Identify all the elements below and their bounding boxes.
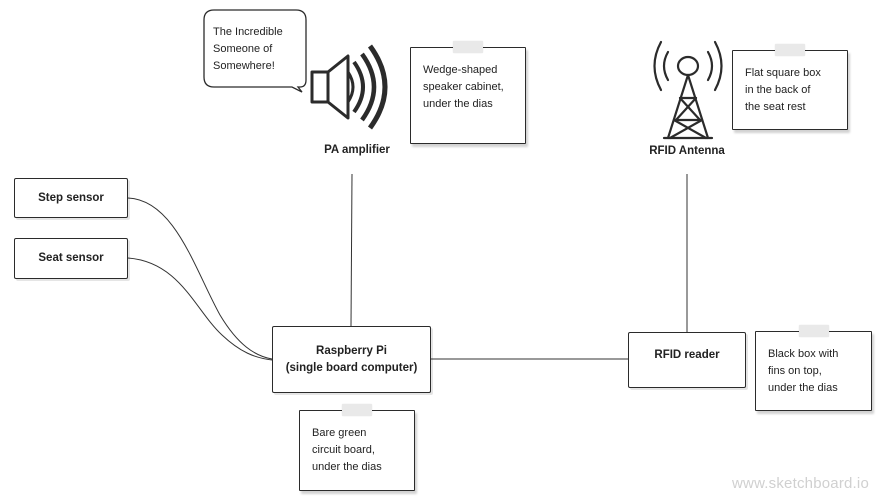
tape [798, 325, 829, 337]
pi-note-text: Bare green circuit board, under the dias [312, 427, 382, 473]
reader-note[interactable]: Black box with fins on top, under the di… [755, 325, 872, 411]
step-sensor-node[interactable]: Step sensor [14, 178, 128, 218]
speaker-note-text: Wedge-shaped speaker cabinet, under the … [423, 64, 504, 110]
seat-sensor-node[interactable]: Seat sensor [14, 238, 128, 279]
amplifier-link [350, 173, 353, 327]
speech-bubble-text: The Incredible Someone of Somewhere! [213, 26, 283, 72]
pi-note[interactable]: Bare green circuit board, under the dias [299, 404, 415, 491]
tape [453, 41, 483, 53]
speech-bubble [203, 9, 307, 93]
step-sensor-cable [127, 197, 273, 360]
speaker-icon [310, 44, 388, 130]
reader-note-text: Black box with fins on top, under the di… [768, 348, 839, 394]
tape [775, 44, 805, 56]
rfid-antenna-label: RFID Antenna [649, 145, 725, 157]
tape [342, 404, 372, 416]
antenna-tower-icon [653, 40, 723, 140]
antenna-note-text: Flat square box in the back of the seat … [745, 67, 821, 113]
seat-sensor-cable [127, 257, 273, 361]
antenna-note[interactable]: Flat square box in the back of the seat … [732, 44, 848, 130]
pa-amplifier-label: PA amplifier [324, 144, 390, 156]
rfid-reader-node[interactable]: RFID reader [628, 332, 746, 388]
sketchboard-watermark[interactable]: www.sketchboard.io [732, 475, 869, 492]
raspberry-pi-node[interactable]: Raspberry Pi (single board computer) [272, 326, 431, 393]
speaker-note[interactable]: Wedge-shaped speaker cabinet, under the … [410, 41, 526, 144]
